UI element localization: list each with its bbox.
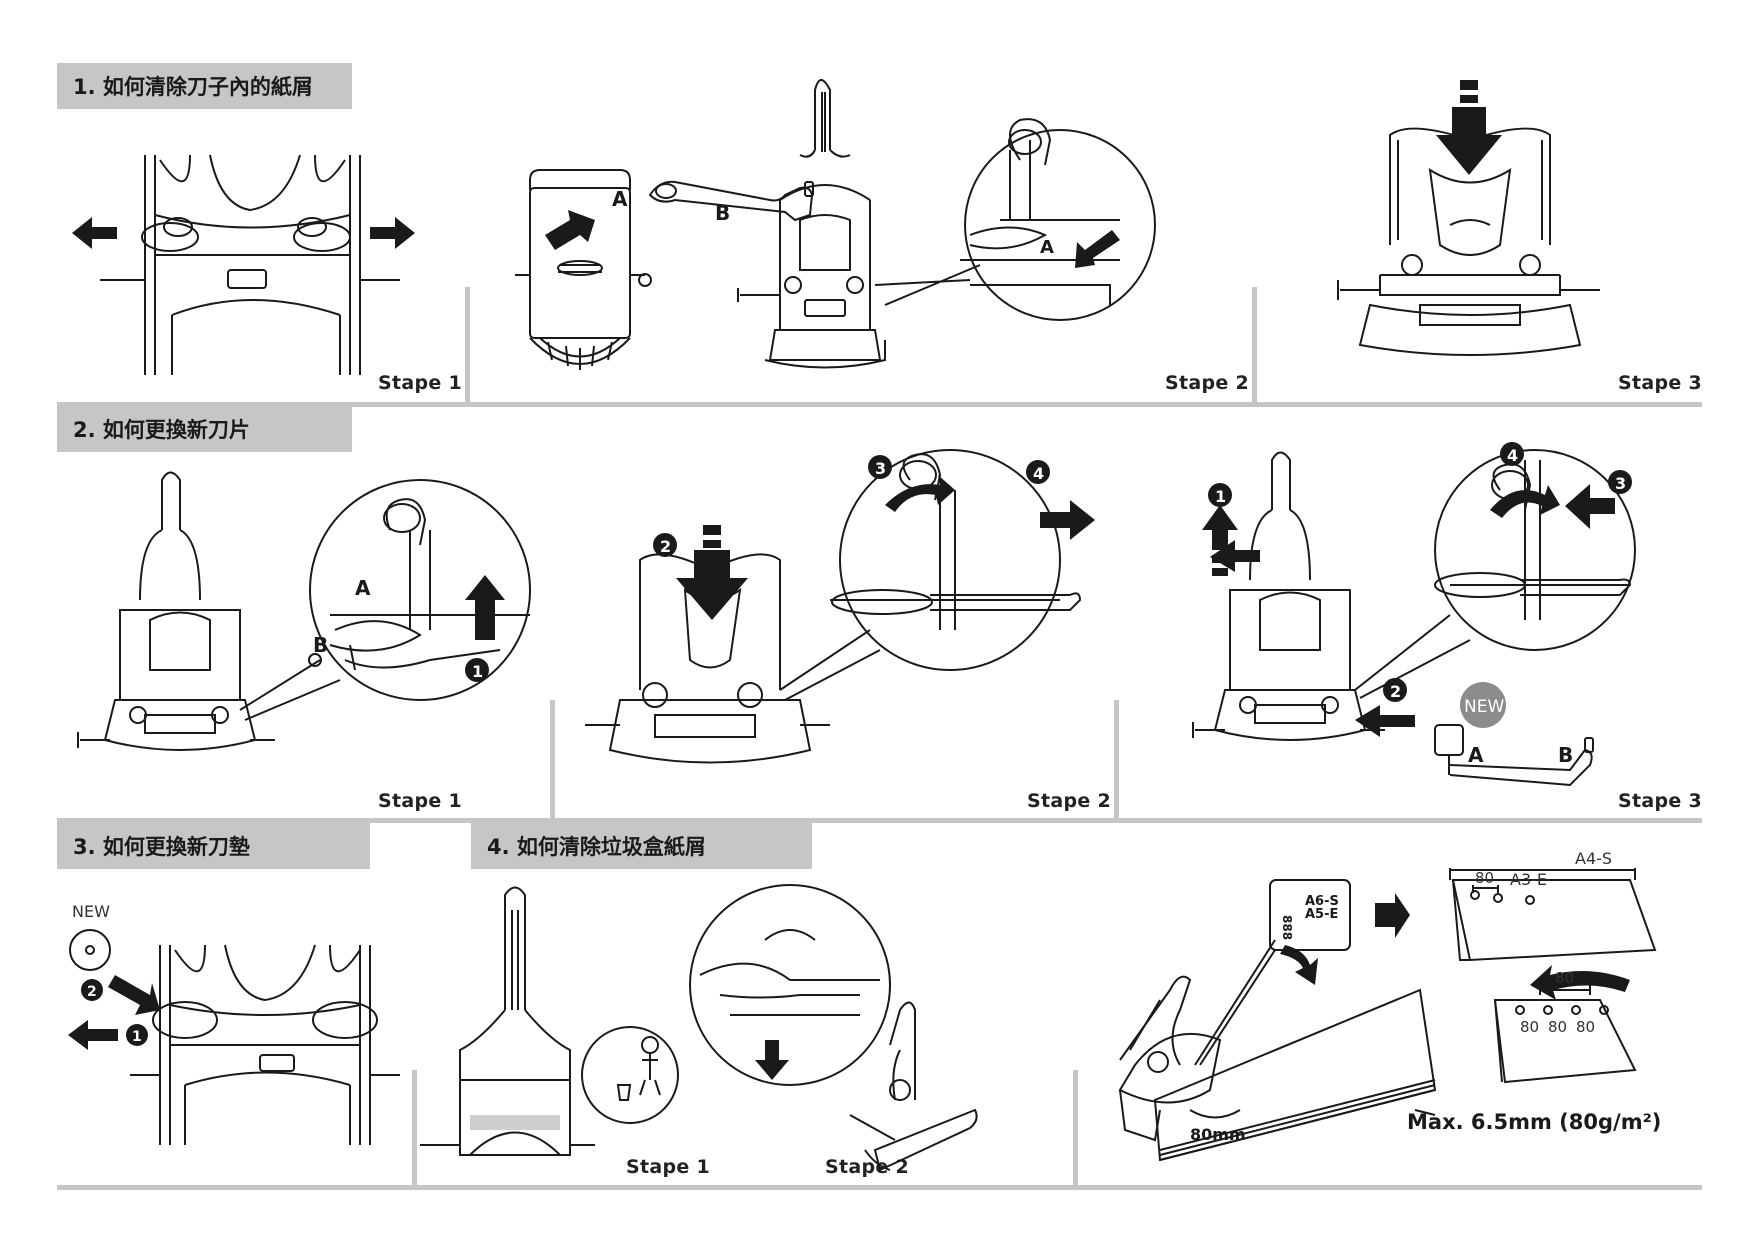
- step-badge-2: [1383, 678, 1407, 702]
- svg-text:2: 2: [1390, 682, 1401, 701]
- step-badge-3: [868, 455, 892, 479]
- svg-text:1: 1: [1215, 487, 1226, 506]
- section-4-title: 4. 如何清除垃圾盒紙屑: [471, 823, 812, 869]
- svg-text:80: 80: [1548, 1018, 1567, 1036]
- zoom-label-a: A: [1040, 237, 1054, 258]
- curved-arrow-icon: [1280, 945, 1318, 985]
- s2-step-divider-1: [550, 700, 555, 820]
- section-1-title: 1. 如何清除刀子內的紙屑: [57, 63, 352, 109]
- section-1-divider: [57, 402, 1702, 407]
- step-badge-2: [653, 533, 677, 557]
- label-80mm: 80mm: [1190, 1125, 1246, 1144]
- s1-step3-illustration: [1320, 80, 1620, 375]
- arrow-down-icon: [676, 550, 748, 620]
- s2-step2-label: Stape 2: [1027, 790, 1112, 812]
- svg-text:80: 80: [1475, 869, 1494, 887]
- svg-text:4: 4: [1507, 446, 1518, 465]
- svg-text:80: 80: [1520, 1018, 1539, 1036]
- rotate-arrow-icon: [1490, 485, 1560, 518]
- step-badge-1: [465, 658, 489, 682]
- s1-step-divider-1: [465, 287, 470, 404]
- key-label-a: A: [1468, 743, 1484, 767]
- zoom-label-b: B: [313, 633, 328, 657]
- svg-text:3: 3: [875, 459, 886, 478]
- arrow-up-right-icon: [545, 210, 595, 250]
- arrow-down-icon: [1436, 107, 1502, 175]
- s2-step1-label: Stape 1: [378, 790, 463, 812]
- s4-step2-label: Stape 2: [825, 1156, 910, 1178]
- svg-text:A5-E: A5-E: [1305, 907, 1338, 922]
- svg-text:2: 2: [87, 984, 97, 1000]
- label-b: B: [715, 201, 730, 225]
- label-a: A: [612, 187, 628, 211]
- svg-text:4: 4: [1033, 464, 1044, 483]
- label-a4s: A4-S: [1575, 849, 1612, 868]
- arrow-up-icon: [1202, 505, 1238, 550]
- step-badge-2: [81, 979, 103, 1001]
- svg-text:3: 3: [1615, 474, 1626, 493]
- s1-step2-illustration: A B A: [500, 70, 1220, 380]
- new-label: NEW: [1464, 697, 1504, 717]
- rotate-arrow-icon: [885, 475, 955, 512]
- svg-text:80: 80: [1555, 969, 1574, 987]
- s1-step1-illustration: [72, 145, 415, 375]
- step-badge-1: [1208, 483, 1232, 507]
- s3-s4-divider: [412, 1070, 417, 1187]
- label-a3e: A3-E: [1510, 870, 1547, 889]
- s1-step-divider-2: [1252, 287, 1257, 404]
- section-3-title: 3. 如何更換新刀墊: [57, 823, 370, 869]
- svg-text:80: 80: [1576, 1018, 1595, 1036]
- step-badge-3: [1608, 470, 1632, 494]
- s1-step2-label: Stape 2: [1165, 372, 1250, 394]
- arrow-left-icon: [72, 217, 117, 249]
- step-badge-4: [1500, 442, 1524, 466]
- key-label-b: B: [1558, 743, 1573, 767]
- arrow-right-icon: [1040, 500, 1095, 540]
- s2-step2-illustration: 2 3 4: [590, 430, 1095, 800]
- new-label: NEW: [72, 902, 110, 921]
- svg-text:2: 2: [660, 537, 671, 556]
- s1-step3-label: Stape 3: [1618, 372, 1703, 394]
- new-badge: [1460, 682, 1506, 728]
- arrow-left-icon: [68, 1020, 118, 1050]
- s2-step1-illustration: 1 A B: [80, 470, 520, 790]
- s2-step3-label: Stape 3: [1618, 790, 1703, 812]
- svg-text:888: 888: [1280, 915, 1294, 940]
- s2-step3-illustration: 1 3 4 2 NEW A B: [1150, 442, 1670, 810]
- arrow-right-icon: [1375, 893, 1410, 938]
- svg-text:1: 1: [132, 1029, 142, 1045]
- arrow-left-icon-2: [1355, 705, 1415, 737]
- s1-step1-label: Stape 1: [378, 372, 463, 394]
- s4-steps-illustration: [420, 880, 1080, 1180]
- s4-guide-illustration: A6-S A5-E 888 A4-S 80 A3-E 80 80 80 80 8…: [1090, 849, 1720, 1170]
- zoom-label-a: A: [355, 576, 371, 600]
- section-34-divider: [57, 1185, 1702, 1190]
- svg-text:1: 1: [472, 662, 483, 681]
- arrow-right-icon: [370, 217, 415, 249]
- s2-step-divider-2: [1114, 700, 1119, 820]
- arrow-up-icon: [465, 575, 505, 640]
- arrow-up-right-icon-2: [1075, 230, 1120, 268]
- max-thickness-note: Max. 6.5mm (80g/m²): [1407, 1110, 1662, 1134]
- section-2-title: 2. 如何更換新刀片: [57, 406, 352, 452]
- curved-arrow-left-icon: [1530, 965, 1630, 1000]
- s4-step-divider: [1073, 1070, 1078, 1187]
- step-badge-4: [1026, 460, 1050, 484]
- step-badge-1: [126, 1024, 148, 1046]
- section-2-divider: [57, 818, 1702, 823]
- arrow-diag-icon: [108, 975, 160, 1015]
- arrow-down-icon: [755, 1040, 789, 1080]
- svg-text:A6-S: A6-S: [1305, 894, 1339, 909]
- s4-step1-label: Stape 1: [626, 1156, 711, 1178]
- s3-illustration: NEW 2 1: [68, 902, 420, 1145]
- arrow-left-icon: [1565, 484, 1615, 529]
